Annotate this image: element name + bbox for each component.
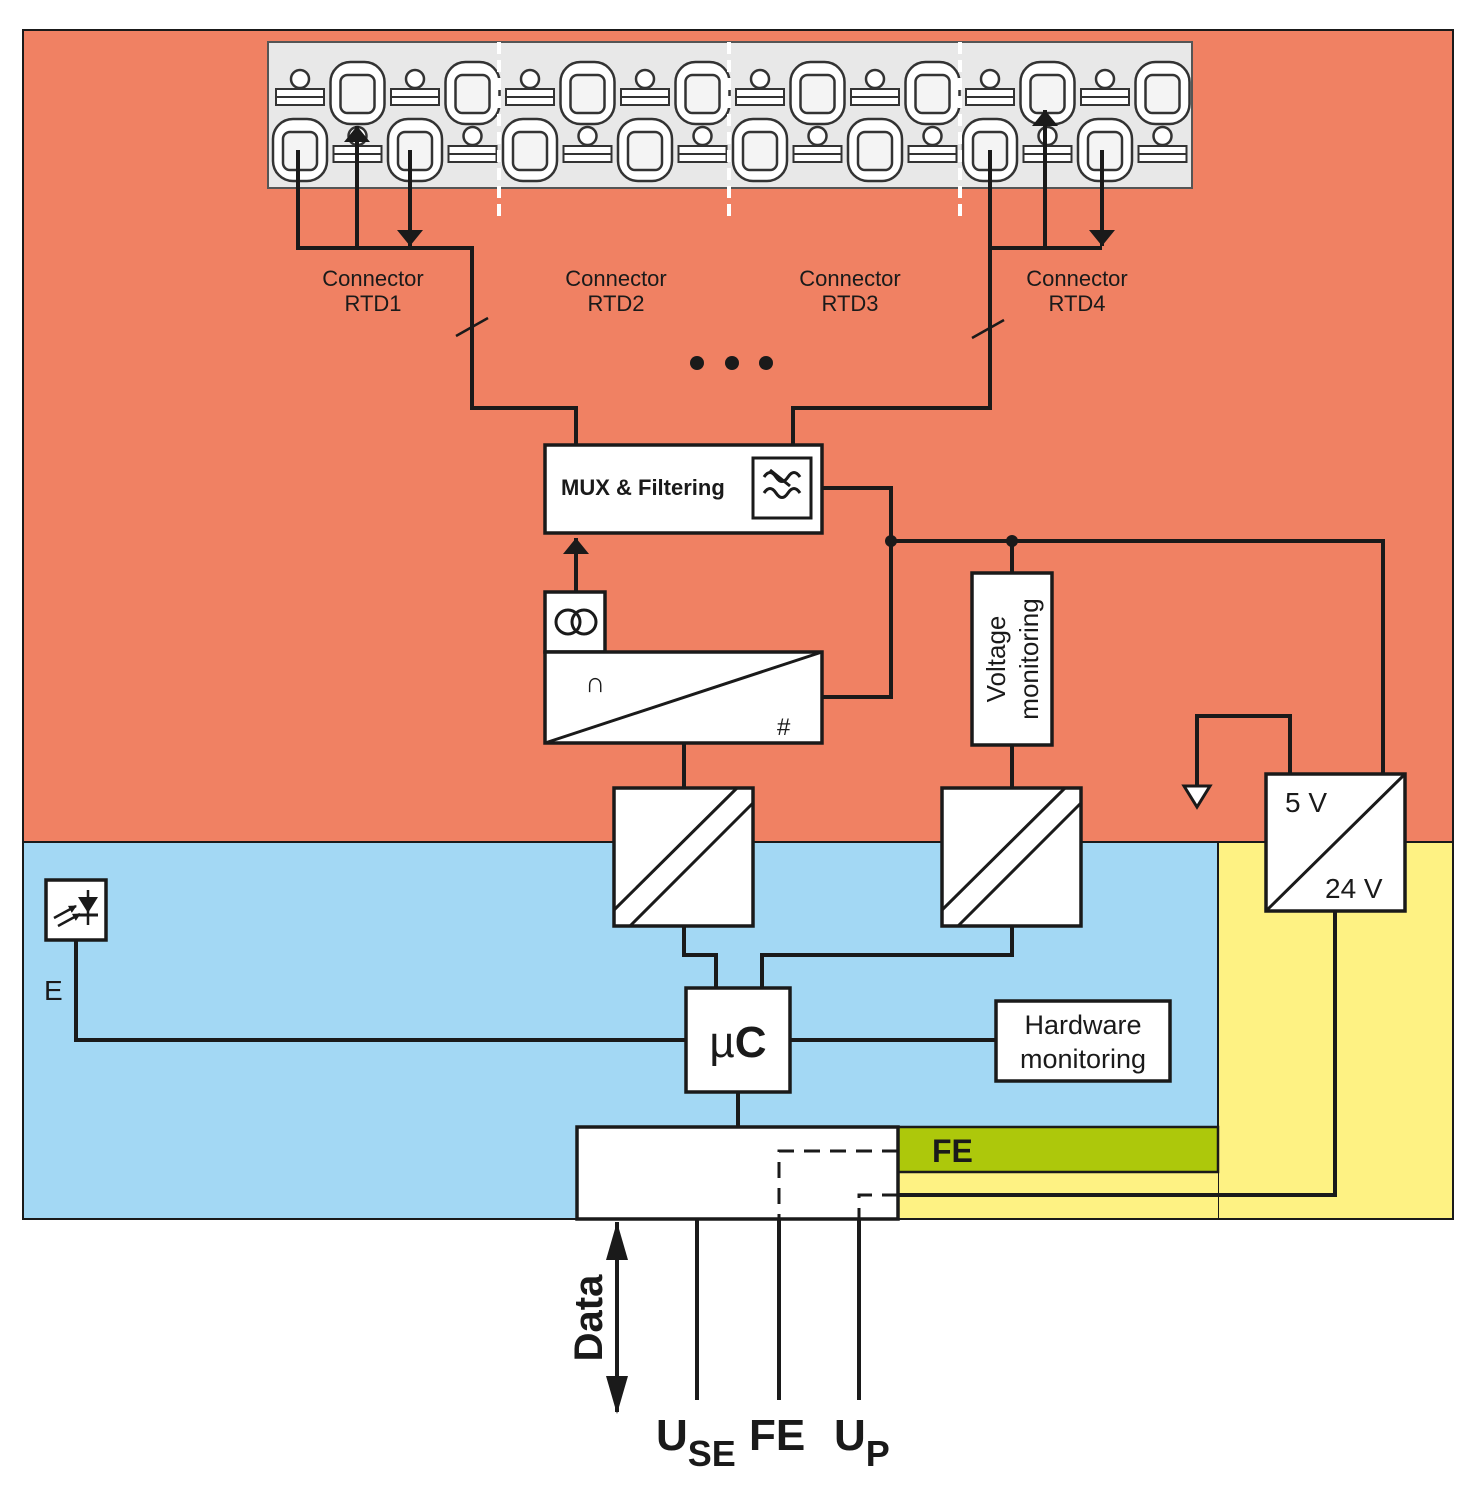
connector-label-line1: Connector [799, 266, 901, 291]
terminal-release [577, 125, 598, 147]
connector-label-line1: Connector [1026, 266, 1128, 291]
rtd1-wiring [296, 126, 578, 445]
mu-symbol: µ [709, 1018, 734, 1067]
terminal-release [922, 125, 943, 147]
adc-block: ∩ # [543, 538, 824, 745]
power-supply-out-label: 5 V [1285, 787, 1327, 818]
power-supply-in-label: 24 V [1325, 873, 1383, 904]
isolator-block-2 [940, 786, 1083, 928]
connector-label-line1: Connector [322, 266, 424, 291]
terminal-release [807, 125, 828, 147]
hardware-monitoring-line2: monitoring [1020, 1044, 1146, 1074]
terminal-opening [856, 130, 894, 172]
connector-label-rtd2: Connector RTD2 [565, 266, 667, 316]
terminal-release [1152, 125, 1173, 147]
terminal-release [519, 68, 541, 90]
terminal-opening [741, 130, 779, 172]
microcontroller-block: µC [684, 986, 792, 1094]
terminal-release [749, 68, 771, 90]
microcontroller-label: µC [709, 1018, 766, 1067]
led-label: E [44, 975, 63, 1006]
bus-interface-block [575, 1125, 900, 1400]
terminal-opening [684, 73, 721, 115]
mux-filter-block: MUX & Filtering [543, 443, 824, 535]
terminal-release [979, 68, 1001, 90]
terminal-release [864, 68, 886, 90]
connector-strip [267, 41, 1193, 218]
fe-bar-label: FE [932, 1133, 973, 1169]
terminal-opening [914, 73, 951, 115]
hardware-monitoring-line1: Hardware [1024, 1010, 1141, 1040]
connector-label-rtd1: Connector RTD1 [322, 266, 424, 316]
terminal-release [634, 68, 656, 90]
terminal-opening [339, 73, 376, 115]
terminal-opening [626, 130, 664, 172]
bus-lines [606, 1219, 861, 1414]
connector-label-line2: RTD4 [1048, 291, 1105, 316]
terminal-release [462, 125, 483, 147]
voltage-monitoring-line1: Voltage [981, 616, 1011, 703]
up-sub: P [866, 1433, 890, 1474]
rtd4-wiring [791, 110, 1115, 445]
power-supply-block: 5 V 24 V [898, 772, 1407, 1197]
terminal-release [289, 68, 311, 90]
supply-bus [822, 486, 1385, 774]
terminal-opening [1086, 130, 1124, 172]
connector-label-line2: RTD3 [821, 291, 878, 316]
terminal-release [1037, 125, 1058, 147]
adc-analog-symbol: ∩ [585, 667, 605, 698]
up-label: UP [834, 1411, 890, 1474]
data-label: Data [567, 1274, 611, 1361]
connector-label-line1: Connector [565, 266, 667, 291]
ground-icon [1181, 714, 1292, 810]
ellipsis-icon [690, 356, 773, 370]
terminal-release [692, 125, 713, 147]
mux-label: MUX & Filtering [561, 475, 725, 500]
diagnostic-led-icon [44, 878, 108, 942]
connector-label-line2: RTD1 [344, 291, 401, 316]
connector-label-rtd4: Connector RTD4 [1026, 266, 1128, 316]
terminal-release [1094, 68, 1116, 90]
adc-digital-symbol: # [777, 714, 791, 741]
use-main: U [656, 1411, 688, 1460]
use-sub: SE [688, 1433, 736, 1474]
terminal-opening [454, 73, 491, 115]
connector-label-line2: RTD2 [587, 291, 644, 316]
use-label: USE [656, 1411, 736, 1474]
fe-label: FE [749, 1411, 805, 1460]
terminal-opening [511, 130, 549, 172]
isolator-block-1 [612, 743, 755, 928]
terminal-release [404, 68, 426, 90]
filter-icon [751, 456, 813, 520]
terminal-opening [799, 73, 836, 115]
voltage-monitoring-block: Voltage monitoring [970, 571, 1054, 788]
up-main: U [834, 1411, 866, 1460]
c-symbol: C [735, 1018, 767, 1067]
logic-wiring [74, 926, 1014, 1127]
terminal-opening [1029, 73, 1066, 115]
connector-label-rtd3: Connector RTD3 [799, 266, 901, 316]
terminal-opening [569, 73, 606, 115]
voltage-monitoring-line2: monitoring [1014, 598, 1044, 719]
terminal-opening [1144, 73, 1181, 115]
terminal-opening [396, 130, 434, 172]
hardware-monitoring-block: Hardware monitoring [994, 999, 1172, 1083]
